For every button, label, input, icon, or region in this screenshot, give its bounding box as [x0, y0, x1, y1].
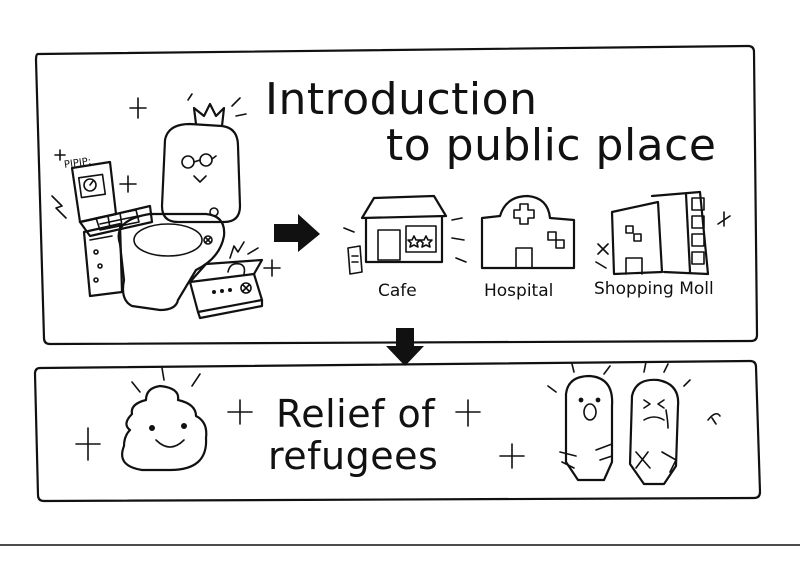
sparkle-icon: [54, 149, 66, 161]
hospital-label: Hospital: [484, 281, 554, 301]
cafe-building-icon: [343, 194, 467, 275]
bottom-title-line-2: refugees: [268, 434, 439, 478]
top-title-line-1: Introduction: [265, 74, 538, 125]
refugee-characters-icon: [547, 361, 721, 486]
smart-toilet-icon: [51, 93, 281, 320]
sparkle-icon: [499, 443, 525, 469]
sparkle-icon: [263, 259, 281, 277]
bottom-title-line-1: Relief of: [276, 392, 436, 436]
sparkle-icon: [227, 399, 253, 425]
top-panel-frame: [34, 44, 759, 346]
poop-icon: [121, 367, 208, 472]
bottom-panel-frame: [33, 359, 762, 503]
sparkle-icon: [75, 427, 101, 461]
arrow-right-icon: [274, 214, 320, 252]
hospital-building-icon: [480, 194, 576, 270]
crown-icon: [192, 102, 226, 128]
control-panel-icon: [70, 160, 154, 298]
top-title-line-2: to public place: [386, 120, 717, 171]
sparkle-icon: [129, 97, 147, 119]
shopping-mall-building-icon: [595, 190, 731, 276]
cafe-label: Cafe: [378, 281, 417, 301]
sparkle-icon: [119, 175, 137, 193]
sparkle-icon: [455, 399, 481, 427]
shopping-mall-label: Shopping Moll: [594, 279, 714, 299]
speaker-box-icon: [188, 241, 264, 320]
arrow-down-icon: [386, 328, 424, 366]
lightning-icon: [51, 195, 67, 219]
